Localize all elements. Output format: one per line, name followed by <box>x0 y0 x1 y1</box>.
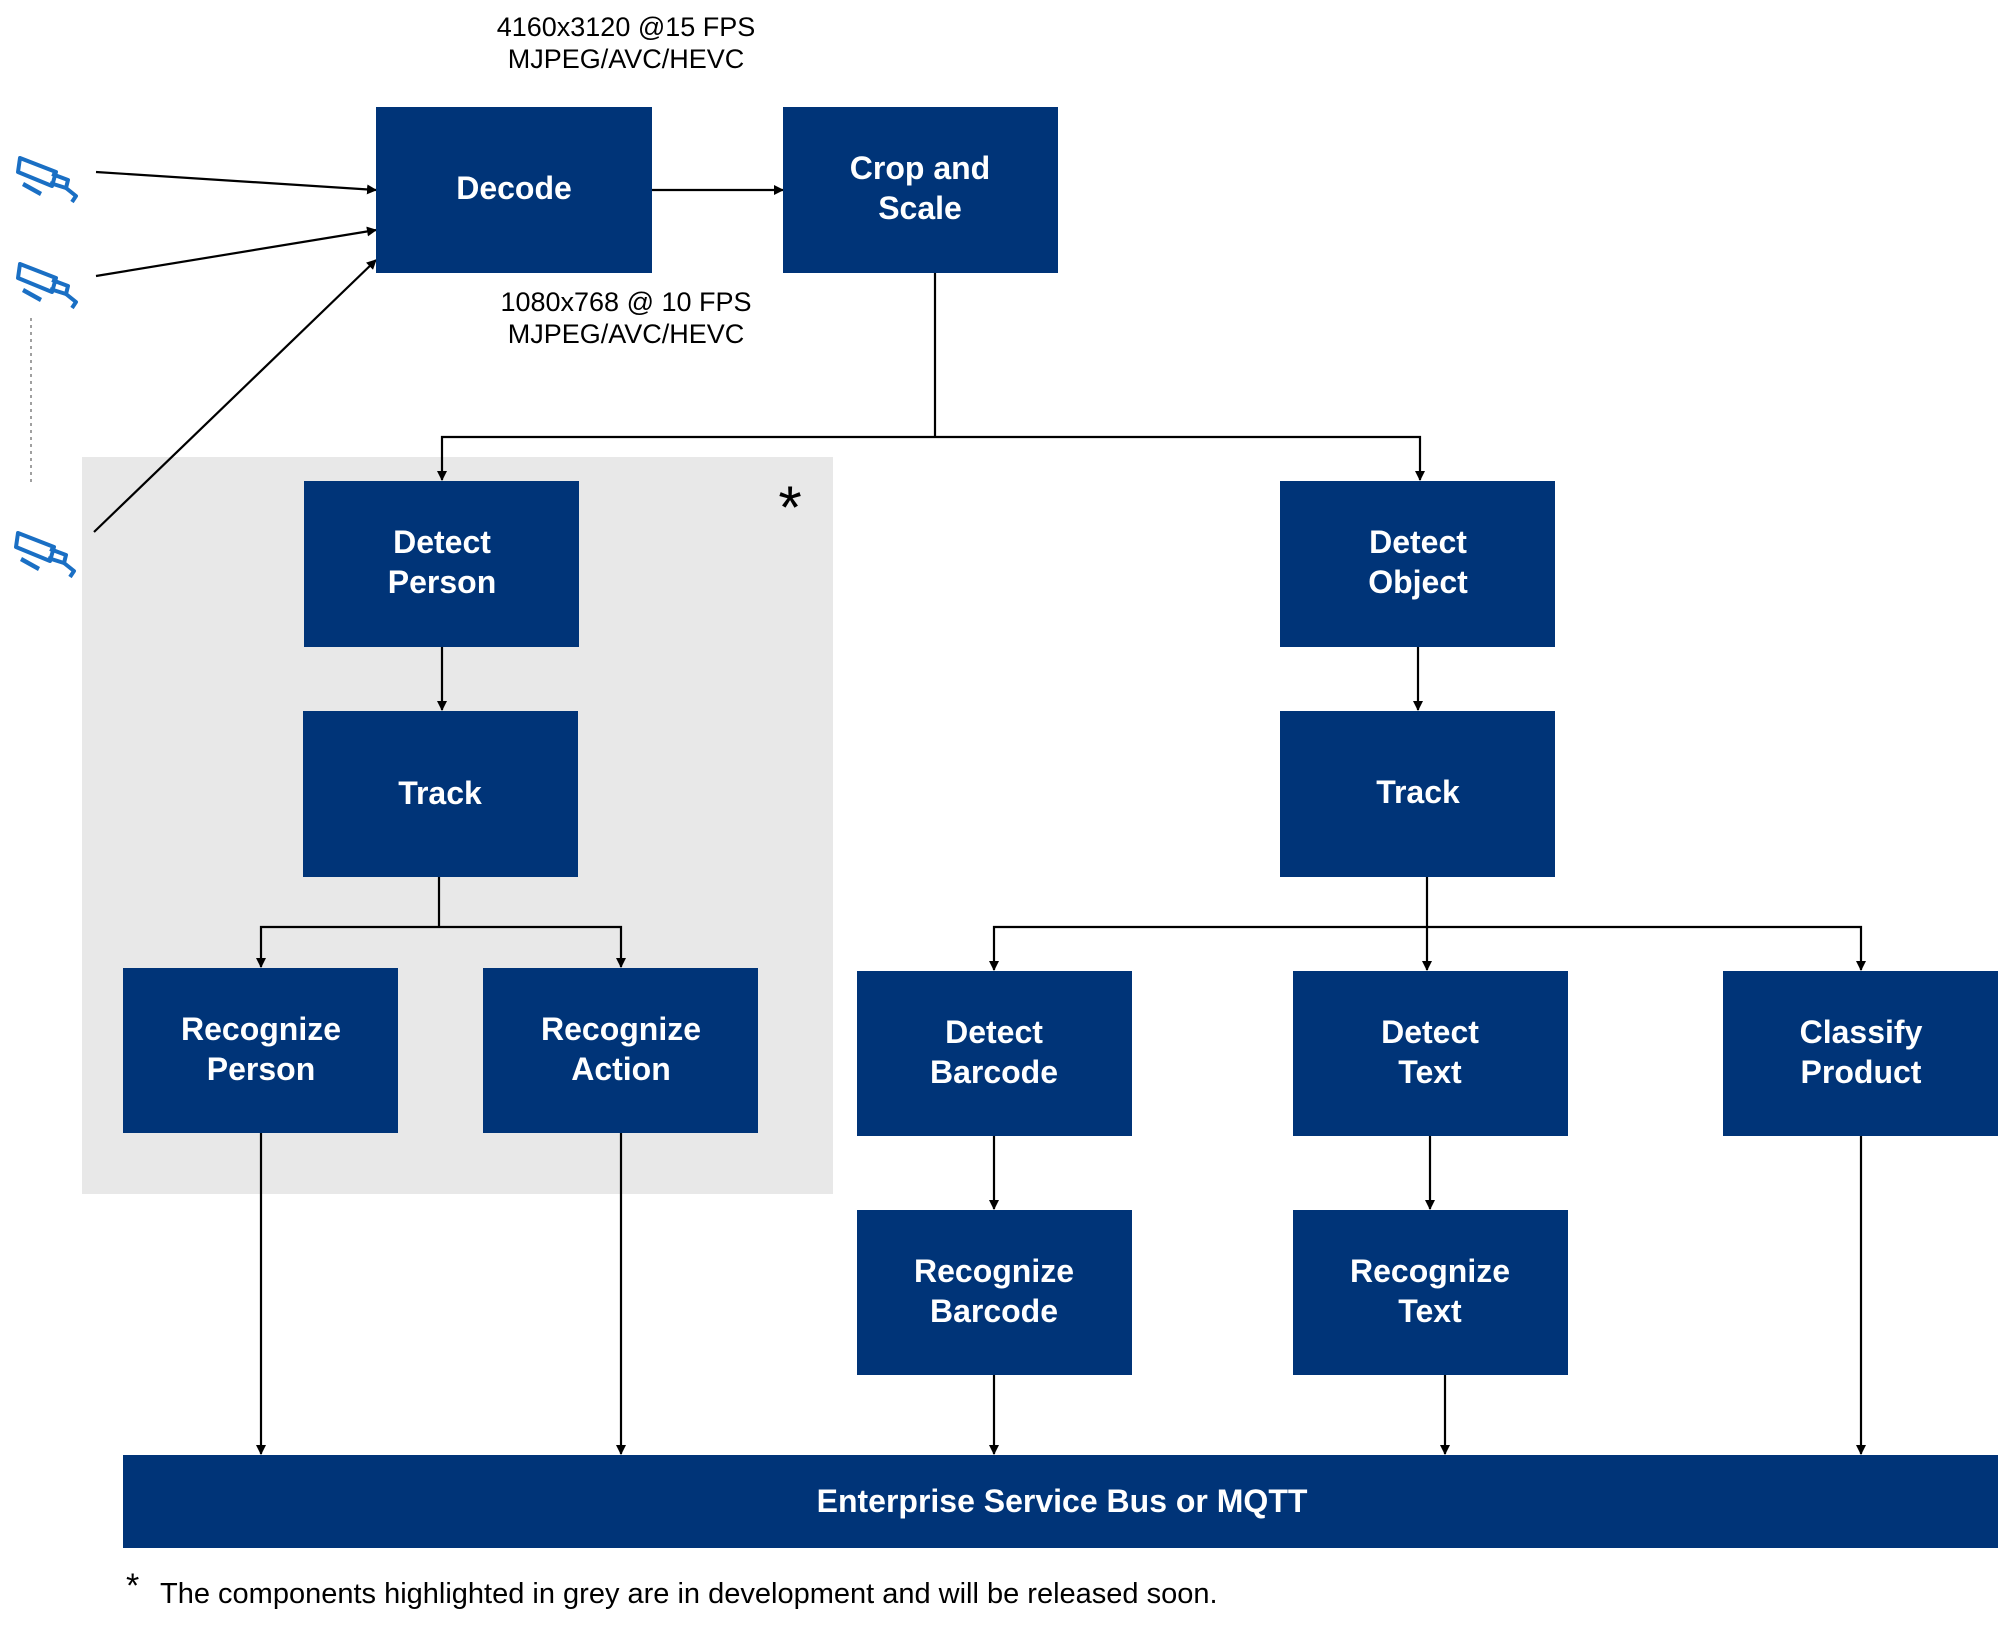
box-decode: Decode <box>376 107 652 273</box>
box-detect-text-line-1: Detect <box>1381 1014 1479 1050</box>
security-camera-icon <box>16 156 78 204</box>
crop-to-detect-person <box>437 435 935 481</box>
box-detect-barcode-line-1: Detect <box>945 1014 1043 1050</box>
box-recognize-text: Recognize Text <box>1293 1210 1568 1375</box>
box-recognize-text-line-1: Recognize <box>1350 1253 1510 1289</box>
box-recognize-person-line-1: Recognize <box>181 1011 341 1047</box>
box-recognize-text-line-2: Text <box>1398 1293 1462 1329</box>
box-track-person: Track <box>303 711 578 877</box>
box-crop-and-scale-line-1: Crop and <box>850 150 990 186</box>
box-track-object-label: Track <box>1376 774 1460 810</box>
box-detect-object-line-2: Object <box>1368 564 1468 600</box>
box-track-person-label: Track <box>398 775 482 811</box>
box-recognize-action: Recognize Action <box>483 968 758 1133</box>
low-resolution-line-2: MJPEG/AVC/HEVC <box>508 319 745 349</box>
in-development-marker: * <box>778 474 801 541</box>
box-detect-person-line-2: Person <box>388 564 496 600</box>
box-classify-product-line-1: Classify <box>1800 1014 1923 1050</box>
box-crop-and-scale: Crop and Scale <box>783 107 1058 273</box>
crop-to-detect-object <box>935 435 1425 481</box>
enterprise-service-bus: Enterprise Service Bus or MQTT <box>123 1455 1998 1548</box>
high-resolution-note: 4160x3120 @15 FPS MJPEG/AVC/HEVC <box>497 12 756 74</box>
footnote-marker: * <box>126 1567 139 1605</box>
camera-1-to-decode <box>95 170 377 195</box>
box-decode-label: Decode <box>456 170 572 206</box>
box-recognize-barcode: Recognize Barcode <box>857 1210 1132 1375</box>
box-detect-text: Detect Text <box>1293 971 1568 1136</box>
box-recognize-barcode-line-2: Barcode <box>930 1293 1058 1329</box>
security-camera-icon <box>16 262 78 310</box>
box-detect-text-line-2: Text <box>1398 1054 1462 1090</box>
box-recognize-person: Recognize Person <box>123 968 398 1133</box>
low-resolution-note: 1080x768 @ 10 FPS MJPEG/AVC/HEVC <box>500 287 751 349</box>
box-recognize-barcode-line-1: Recognize <box>914 1253 1074 1289</box>
camera-3-to-decode <box>93 259 377 533</box>
footnote: * The components highlighted in grey are… <box>126 1567 1218 1610</box>
box-detect-person-line-1: Detect <box>393 524 491 560</box>
track-to-recognize-person <box>256 925 439 968</box>
track-to-detect-barcode <box>989 925 1427 971</box>
box-crop-and-scale-line-2: Scale <box>878 190 962 226</box>
high-resolution-line-1: 4160x3120 @15 FPS <box>497 12 756 42</box>
footnote-text: The components highlighted in grey are i… <box>160 1578 1218 1610</box>
connectors <box>93 170 1866 1455</box>
box-detect-person: Detect Person <box>304 481 579 647</box>
security-camera-icon <box>14 531 76 579</box>
box-recognize-action-line-1: Recognize <box>541 1011 701 1047</box>
box-detect-barcode-line-2: Barcode <box>930 1054 1058 1090</box>
box-classify-product-line-2: Product <box>1801 1054 1922 1090</box>
high-resolution-line-2: MJPEG/AVC/HEVC <box>508 44 745 74</box>
box-detect-object: Detect Object <box>1280 481 1555 647</box>
track-to-recognize-action <box>439 925 626 968</box>
track-to-classify-product <box>1427 925 1866 971</box>
camera-2-to-decode <box>95 226 377 278</box>
low-resolution-line-1: 1080x768 @ 10 FPS <box>500 287 751 317</box>
box-detect-object-line-1: Detect <box>1369 524 1467 560</box>
box-recognize-action-line-2: Action <box>571 1051 671 1087</box>
box-track-object: Track <box>1280 711 1555 877</box>
enterprise-service-bus-label: Enterprise Service Bus or MQTT <box>817 1483 1308 1519</box>
box-classify-product: Classify Product <box>1723 971 1998 1136</box>
box-detect-barcode: Detect Barcode <box>857 971 1132 1136</box>
box-recognize-person-line-2: Person <box>207 1051 315 1087</box>
